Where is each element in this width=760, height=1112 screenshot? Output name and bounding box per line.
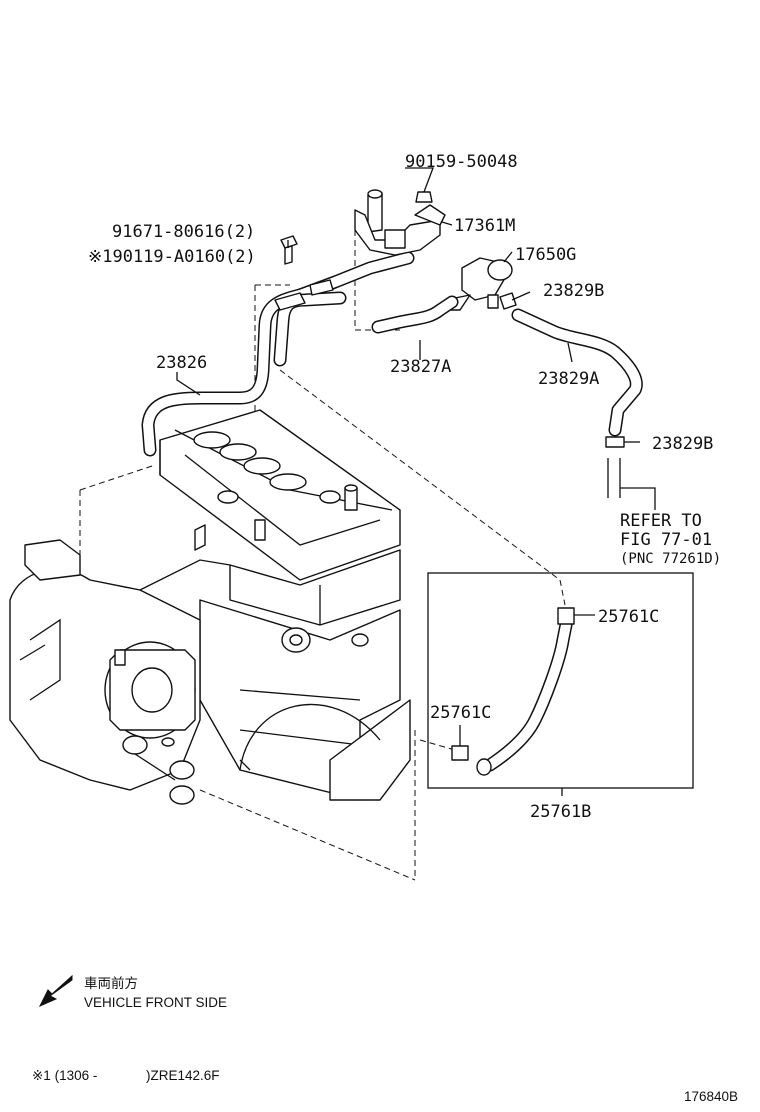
label-23826[interactable]: 23826 [156,353,207,373]
label-25761c-left[interactable]: 25761C [430,703,491,723]
footnote-mark: ※1 (1306 - [32,1068,97,1083]
refer-pipe-drawing [607,458,656,510]
legend-english: VEHICLE FRONT SIDE [84,995,227,1010]
label-23827a[interactable]: 23827A [390,357,451,377]
hose-25761b-box [427,572,694,789]
label-17361m[interactable]: 17361M [454,216,515,236]
label-90119-a0160[interactable]: ※190119-A0160(2) [88,247,256,267]
clamp-23829b-top-drawing [499,292,517,310]
label-25761b[interactable]: 25761B [530,802,591,822]
hose-23827a-drawing [371,295,459,334]
bolt-91671-drawing [280,235,298,265]
bracket-17361m-drawing [354,189,446,256]
clamp-23829b-bottom-drawing [605,436,625,448]
front-arrow-icon [38,974,73,1008]
label-17650g[interactable]: 17650G [515,245,576,265]
label-23829b-bottom[interactable]: 23829B [652,434,713,454]
label-25761c-right[interactable]: 25761C [598,607,659,627]
label-90159-50048[interactable]: 90159-50048 [405,152,518,172]
label-23829b-top[interactable]: 23829B [543,281,604,301]
refer-line-1: REFER TO [620,511,702,531]
hose-23829a-drawing [511,308,643,437]
footnote-model: )ZRE142.6F [146,1068,220,1083]
dashed-guide-lines [79,210,566,881]
refer-line-3: (PNC 77261D) [620,551,721,567]
figure-id: 176840B [684,1089,738,1104]
label-91671-80616[interactable]: 91671-80616(2) [112,222,255,242]
vehicle-front-legend: 車両前方 VEHICLE FRONT SIDE [38,974,227,1010]
refer-line-2: FIG 77-01 [620,530,712,550]
label-23829a[interactable]: 23829A [538,369,599,389]
hose-23826-drawing [141,251,415,457]
legend-japanese: 車両前方 [84,975,138,991]
engine-block-drawing [9,409,411,805]
valve-17650g-drawing [449,257,513,311]
leader-lines [176,167,640,796]
